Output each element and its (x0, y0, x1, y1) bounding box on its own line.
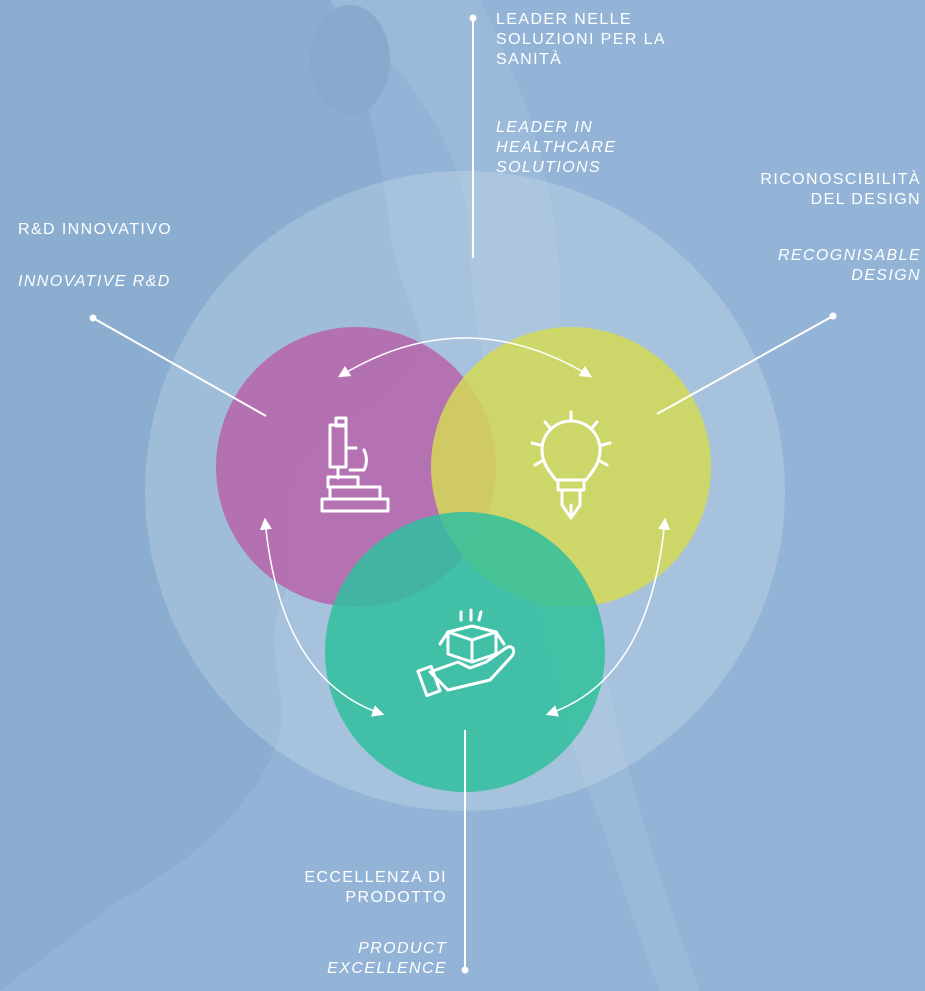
bottom-label-en: PRODUCT EXCELLENCE (327, 939, 447, 979)
right-label-en: RECOGNISABLE DESIGN (778, 246, 921, 286)
top-connector-dot (470, 15, 477, 22)
top-label-it: LEADER NELLE SOLUZIONI PER LA SANITÀ (496, 10, 666, 70)
left-label-it: R&D INNOVATIVO (18, 220, 172, 240)
left-connector-dot (90, 315, 97, 322)
right-label-it: RICONOSCIBILITÀ DEL DESIGN (760, 170, 921, 210)
left-label-en: INNOVATIVE R&D (18, 272, 171, 292)
right-connector-dot (830, 313, 837, 320)
bottom-connector-dot (462, 967, 469, 974)
top-label-en: LEADER IN HEALTHCARE SOLUTIONS (496, 118, 616, 178)
bottom-label-it: ECCELLENZA DI PRODOTTO (304, 868, 447, 908)
